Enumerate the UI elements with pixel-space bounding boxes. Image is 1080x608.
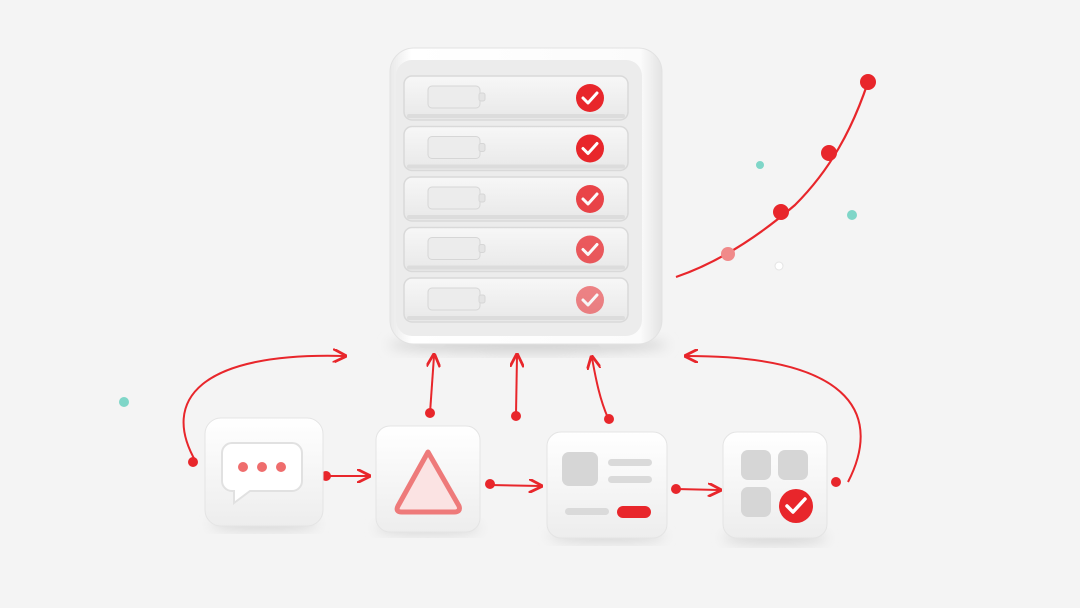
- chat-tile: [204, 417, 324, 530]
- checkmark-icon: [576, 84, 604, 112]
- connector-dots: [188, 408, 841, 494]
- checkmark-icon: [576, 185, 604, 213]
- sparkle-dot-icon: [756, 161, 764, 169]
- connector-arrows: [182, 356, 862, 490]
- checkmark-icon: [576, 286, 604, 314]
- sparkle-dot-icon: [847, 210, 857, 220]
- drive-label-slot: [427, 287, 486, 311]
- triangle-icon: [394, 449, 462, 515]
- grid-check-icon: [741, 450, 813, 523]
- data-point-icon: [721, 247, 735, 261]
- drive-label-slot: [427, 136, 486, 159]
- drive-label-slot: [427, 186, 486, 210]
- server-drive: [403, 277, 629, 323]
- checkmark-icon: [576, 235, 604, 264]
- server-drive: [403, 75, 629, 121]
- warning-tile: [375, 425, 481, 534]
- sparkle-dot-icon: [774, 261, 784, 271]
- checkmark-icon: [576, 134, 604, 163]
- trend-curve: [119, 74, 876, 407]
- server-drive: [403, 176, 629, 222]
- drive-label-slot: [427, 85, 486, 109]
- document-tile: [546, 431, 668, 542]
- document-layout-icon: [562, 452, 652, 518]
- sparkle-dot-icon: [119, 397, 129, 407]
- apps-tile: [722, 431, 828, 544]
- data-point-icon: [773, 204, 789, 220]
- drive-label-slot: [427, 237, 486, 260]
- server-rack: [388, 47, 668, 353]
- server-drive: [403, 125, 629, 172]
- server-drive: [403, 226, 629, 273]
- data-point-icon: [860, 74, 876, 90]
- data-point-icon: [821, 145, 837, 161]
- chat-bubble-icon: [221, 442, 303, 505]
